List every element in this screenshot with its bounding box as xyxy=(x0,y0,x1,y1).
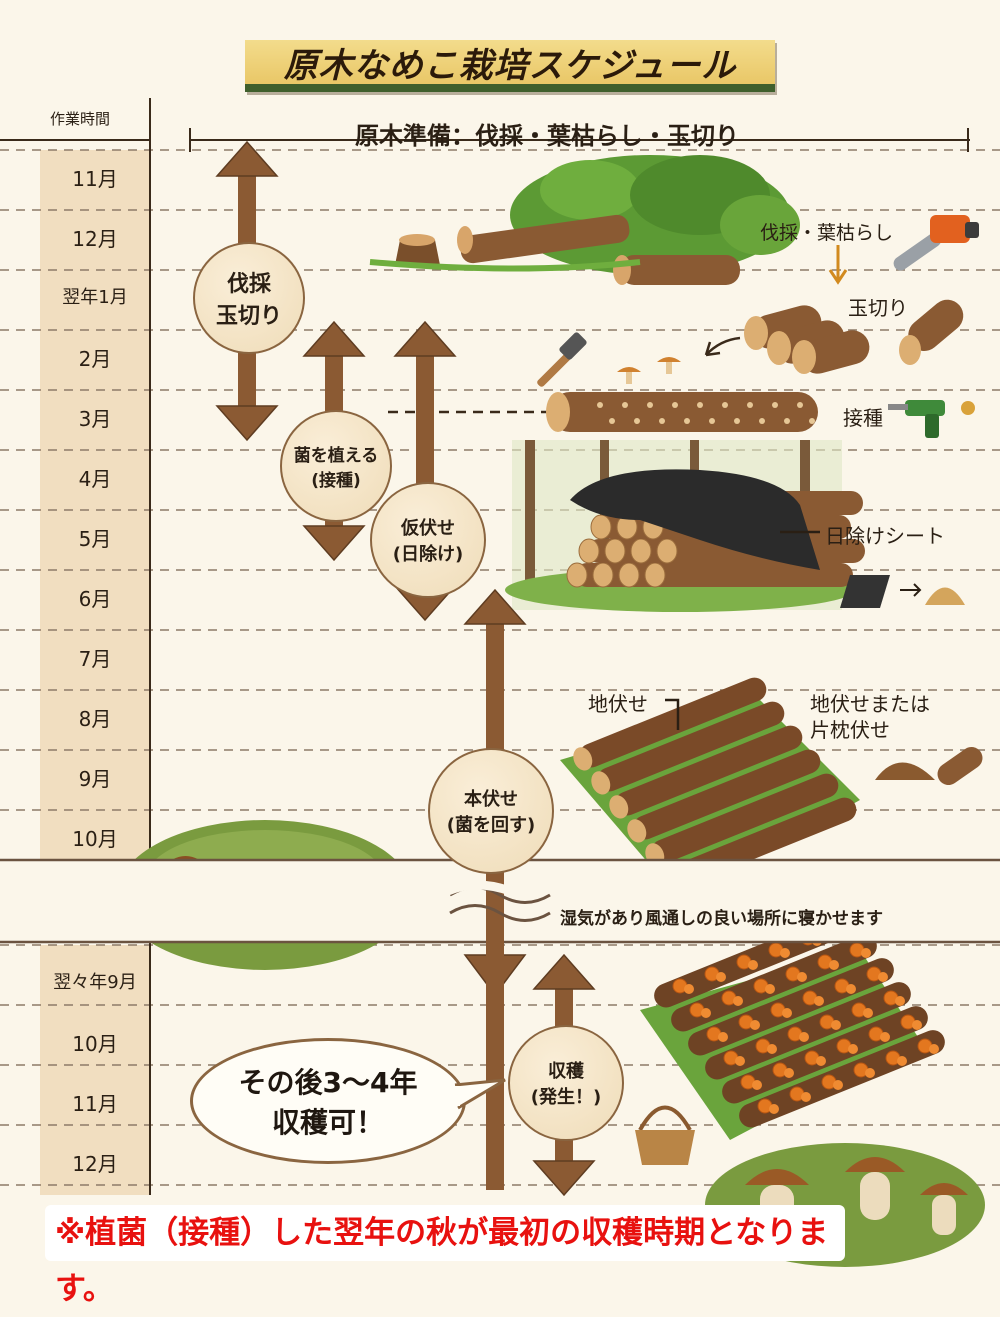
pillow-laying-icon xyxy=(875,746,983,786)
speech-line1: その後3～4年 xyxy=(238,1066,418,1099)
bucked-logs-illustration xyxy=(744,299,964,374)
annotation-humidity-note: 湿気があり風通しの良い場所に寝かせます xyxy=(560,909,883,929)
month-label: 10月 xyxy=(72,1032,118,1056)
stage-main-laying: 本伏せ (菌を回す) xyxy=(428,748,554,874)
month-label: 翌年1月 xyxy=(62,287,128,308)
speech-bubble-harvest-years: その後3～4年 収穫可！ xyxy=(190,1038,466,1164)
annotation-ground-or-pillow-2: 片枕伏せ xyxy=(810,718,890,742)
month-label: 翌々年9月 xyxy=(53,972,137,993)
month-label: 7月 xyxy=(78,647,112,671)
ground-laying-illustration xyxy=(560,677,860,900)
drill-icon xyxy=(888,400,975,438)
month-label: 9月 xyxy=(78,767,112,791)
stage-label-line1: 収穫 xyxy=(548,1061,584,1082)
month-column-lower xyxy=(40,945,150,1195)
month-column xyxy=(40,150,150,860)
month-label: 11月 xyxy=(72,167,118,191)
month-label: 8月 xyxy=(78,707,112,731)
stage-label-line1: 本伏せ xyxy=(464,789,518,810)
month-label: 12月 xyxy=(72,227,118,251)
annotation-ground-or-pillow-1: 地伏せまたは xyxy=(810,692,930,716)
stage-label-line2: (菌を回す) xyxy=(446,815,536,836)
basket-icon xyxy=(635,1105,695,1165)
annotation-ground-laying: 地伏せ xyxy=(588,692,648,716)
annotation-felling: 伐採・葉枯らし xyxy=(760,222,894,244)
annotation-shade-sheet: 日除けシート xyxy=(825,524,945,548)
sheet-and-sawdust-icon xyxy=(840,575,965,608)
annotation-inoculation: 接種 xyxy=(843,406,883,430)
month-label: 11月 xyxy=(72,1092,118,1116)
month-label: 2月 xyxy=(78,347,112,371)
arrow-main-laying-lower xyxy=(463,954,527,997)
stage-felling-bucking: 伐採 玉切り xyxy=(193,242,305,354)
stage-label-line1: 伐採 xyxy=(226,272,271,297)
chainsaw-icon xyxy=(893,215,979,271)
stage-harvest: 収穫 (発生！) xyxy=(508,1025,624,1141)
month-label: 10月 xyxy=(72,827,118,851)
inoculated-log-illustration xyxy=(546,392,818,432)
title-banner: 原木なめこ栽培スケジュール xyxy=(245,40,775,92)
footnote: ※植菌（接種）した翌年の秋が最初の収穫時期となります。 xyxy=(45,1205,845,1307)
spawn-plug-icon xyxy=(617,357,681,384)
month-label: 3月 xyxy=(78,407,112,431)
month-label: 6月 xyxy=(78,587,112,611)
column-header-work-time: 作業時間 xyxy=(50,110,111,128)
month-label: 4月 xyxy=(78,467,112,491)
speech-line2: 収穫可！ xyxy=(271,1106,384,1139)
annotation-bucking: 玉切り xyxy=(848,296,908,320)
page-title: 原木なめこ栽培スケジュール xyxy=(283,45,737,86)
month-label: 5月 xyxy=(78,527,112,551)
stage-label-line1: 菌を植える xyxy=(293,446,379,466)
month-label: 12月 xyxy=(72,1152,118,1176)
felled-tree-illustration xyxy=(369,155,800,285)
stage-label-line1: 仮伏せ xyxy=(401,518,455,539)
hammer-icon xyxy=(537,332,587,387)
section-header-log-preparation: 原木準備：伐採・葉枯らし・玉切り xyxy=(355,122,739,150)
stage-inoculation: 菌を植える (接種) xyxy=(280,410,392,522)
stage-label-line2: 玉切り xyxy=(215,304,282,329)
stage-label-line2: (接種) xyxy=(311,471,361,491)
shaded-log-stack-illustration xyxy=(505,440,865,612)
stage-label-line2: (日除け) xyxy=(392,544,464,565)
stage-temporary-laying: 仮伏せ (日除け) xyxy=(370,482,486,598)
stage-label-line2: (発生！) xyxy=(530,1087,602,1108)
